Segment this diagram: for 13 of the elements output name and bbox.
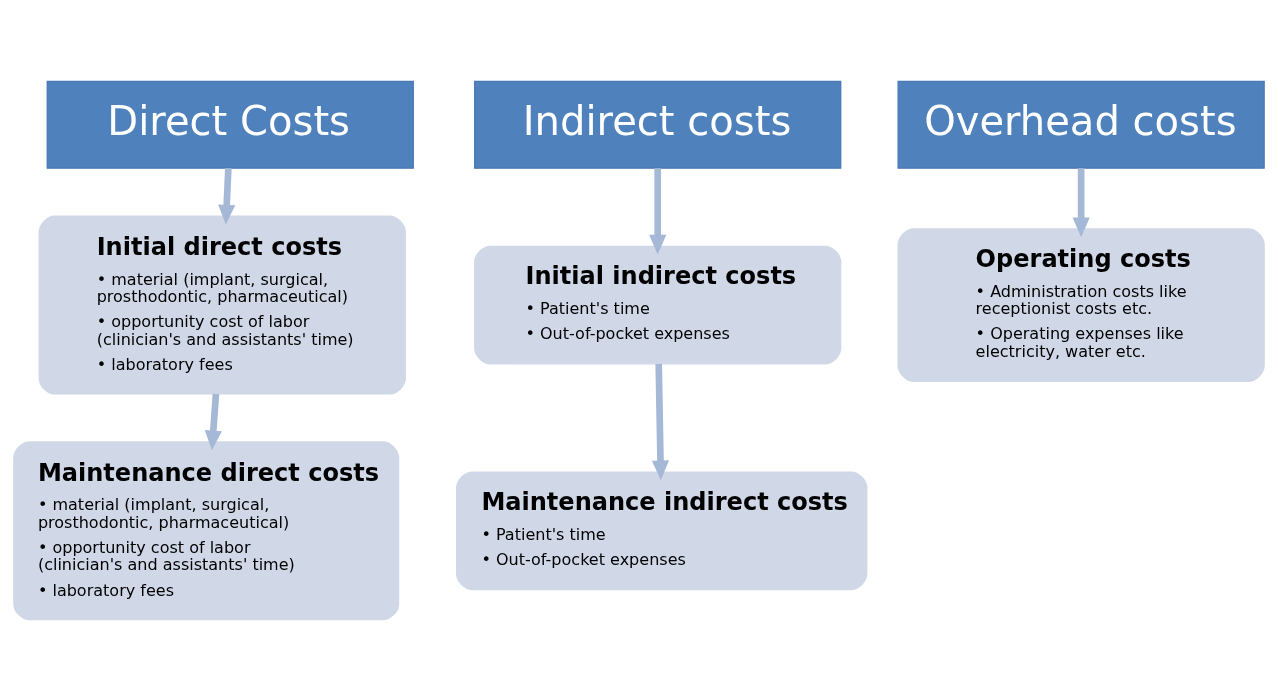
node-box: Direct Costs	[46, 80, 414, 169]
node-box: Operating costs • Administration costs like receptionist costs etc. • Operating expenses like electricity, water etc.	[897, 227, 1265, 382]
node-box: Initial direct costs • material (implant, surgical, prosthodontic, pharmaceutical) • opportunity cost of labor (clinician's and assistants' time) • laboratory fees	[38, 215, 406, 395]
node-box: Indirect costs	[474, 80, 842, 169]
node-box: Initial indirect costs • Patient's time • Out-of-pocket expenses	[474, 245, 842, 365]
arrow	[649, 167, 667, 254]
arrow	[651, 363, 670, 480]
node-box: Maintenance indirect costs • Patient's time • Out-of-pocket expenses	[456, 470, 868, 590]
node-box: Overhead costs	[897, 80, 1265, 169]
node-box: Maintenance direct costs • material (implant, surgical, prosthodontic, pharmaceutical) • opportunity cost of labor (clinician's and assistants' time) • laboratory fees	[13, 440, 400, 620]
arrow	[1072, 167, 1090, 237]
arrow	[218, 167, 236, 224]
arrow	[204, 393, 222, 450]
